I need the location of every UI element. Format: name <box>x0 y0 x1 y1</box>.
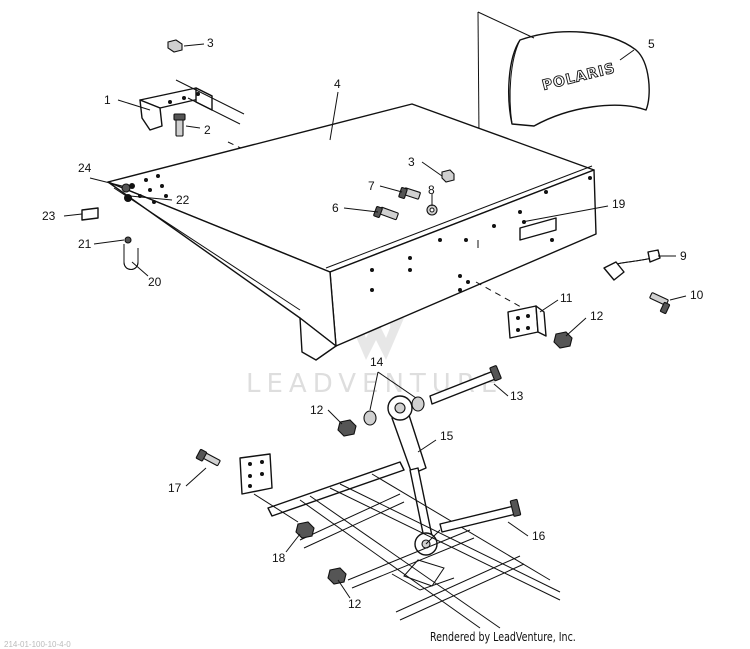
storage-tray <box>107 103 597 361</box>
callout-19: 19 <box>612 197 626 211</box>
callout-16: 16 <box>532 529 546 543</box>
callout-4: 4 <box>334 77 341 91</box>
seat-cover: POLARIS <box>508 31 650 127</box>
projection-line <box>175 79 245 115</box>
u-clip <box>123 244 139 270</box>
callout-12-right: 12 <box>590 309 604 323</box>
latch-handle <box>603 249 661 281</box>
projection-line <box>477 11 535 39</box>
bolt <box>439 498 522 533</box>
leader-lines <box>63 43 687 599</box>
nut <box>553 331 573 349</box>
nut <box>337 419 357 437</box>
projection-line <box>253 493 299 523</box>
nut <box>124 236 132 244</box>
bolt <box>398 187 421 200</box>
callout-9: 9 <box>680 249 687 263</box>
nut <box>327 567 347 585</box>
render-credit: Rendered by LeadVenture, Inc. <box>430 630 576 644</box>
callout-20: 20 <box>148 275 162 289</box>
callout-18: 18 <box>272 551 286 565</box>
frame <box>267 461 561 629</box>
callout-5: 5 <box>648 37 655 51</box>
nut <box>167 39 183 53</box>
callout-10: 10 <box>690 288 704 302</box>
callout-23: 23 <box>42 209 56 223</box>
projection-line <box>425 529 441 545</box>
callout-12-shock: 12 <box>310 403 324 417</box>
margin-note: 214-01-100-10-4-0 <box>4 640 71 649</box>
callout-14: 14 <box>370 355 384 369</box>
grommet <box>121 183 131 193</box>
callout-12-bottom: 12 <box>348 597 362 611</box>
screw <box>649 292 671 315</box>
callout-15: 15 <box>440 429 454 443</box>
hidden-line <box>475 281 531 313</box>
mounting-bracket <box>139 87 213 131</box>
callout-11: 11 <box>560 291 573 305</box>
callout-1: 1 <box>104 93 111 107</box>
callout-2: 2 <box>204 123 211 137</box>
nut <box>295 521 315 539</box>
nut <box>441 169 455 183</box>
projection-line <box>187 97 241 125</box>
frame-bracket <box>239 453 273 495</box>
bolt <box>195 448 221 467</box>
bolt <box>429 365 502 405</box>
shock-absorber <box>387 395 438 556</box>
mounting-plate <box>507 305 547 339</box>
callout-24: 24 <box>78 161 92 175</box>
bushing <box>411 396 425 412</box>
decal <box>81 207 99 221</box>
callout-7: 7 <box>368 179 375 193</box>
callout-6: 6 <box>332 201 339 215</box>
bolt <box>173 113 186 137</box>
label-plate <box>519 217 557 241</box>
callout-13: 13 <box>510 389 524 403</box>
bushing <box>363 410 377 426</box>
callout-17: 17 <box>168 481 182 495</box>
callouts: 1 2 3 4 5 3 7 8 6 19 9 10 11 12 14 12 13… <box>42 36 704 611</box>
washer <box>426 204 438 216</box>
callout-21: 21 <box>78 237 92 251</box>
callout-3-tray: 3 <box>408 155 415 169</box>
callout-22: 22 <box>176 193 190 207</box>
callout-3-top: 3 <box>207 36 214 50</box>
callout-8: 8 <box>428 183 435 197</box>
